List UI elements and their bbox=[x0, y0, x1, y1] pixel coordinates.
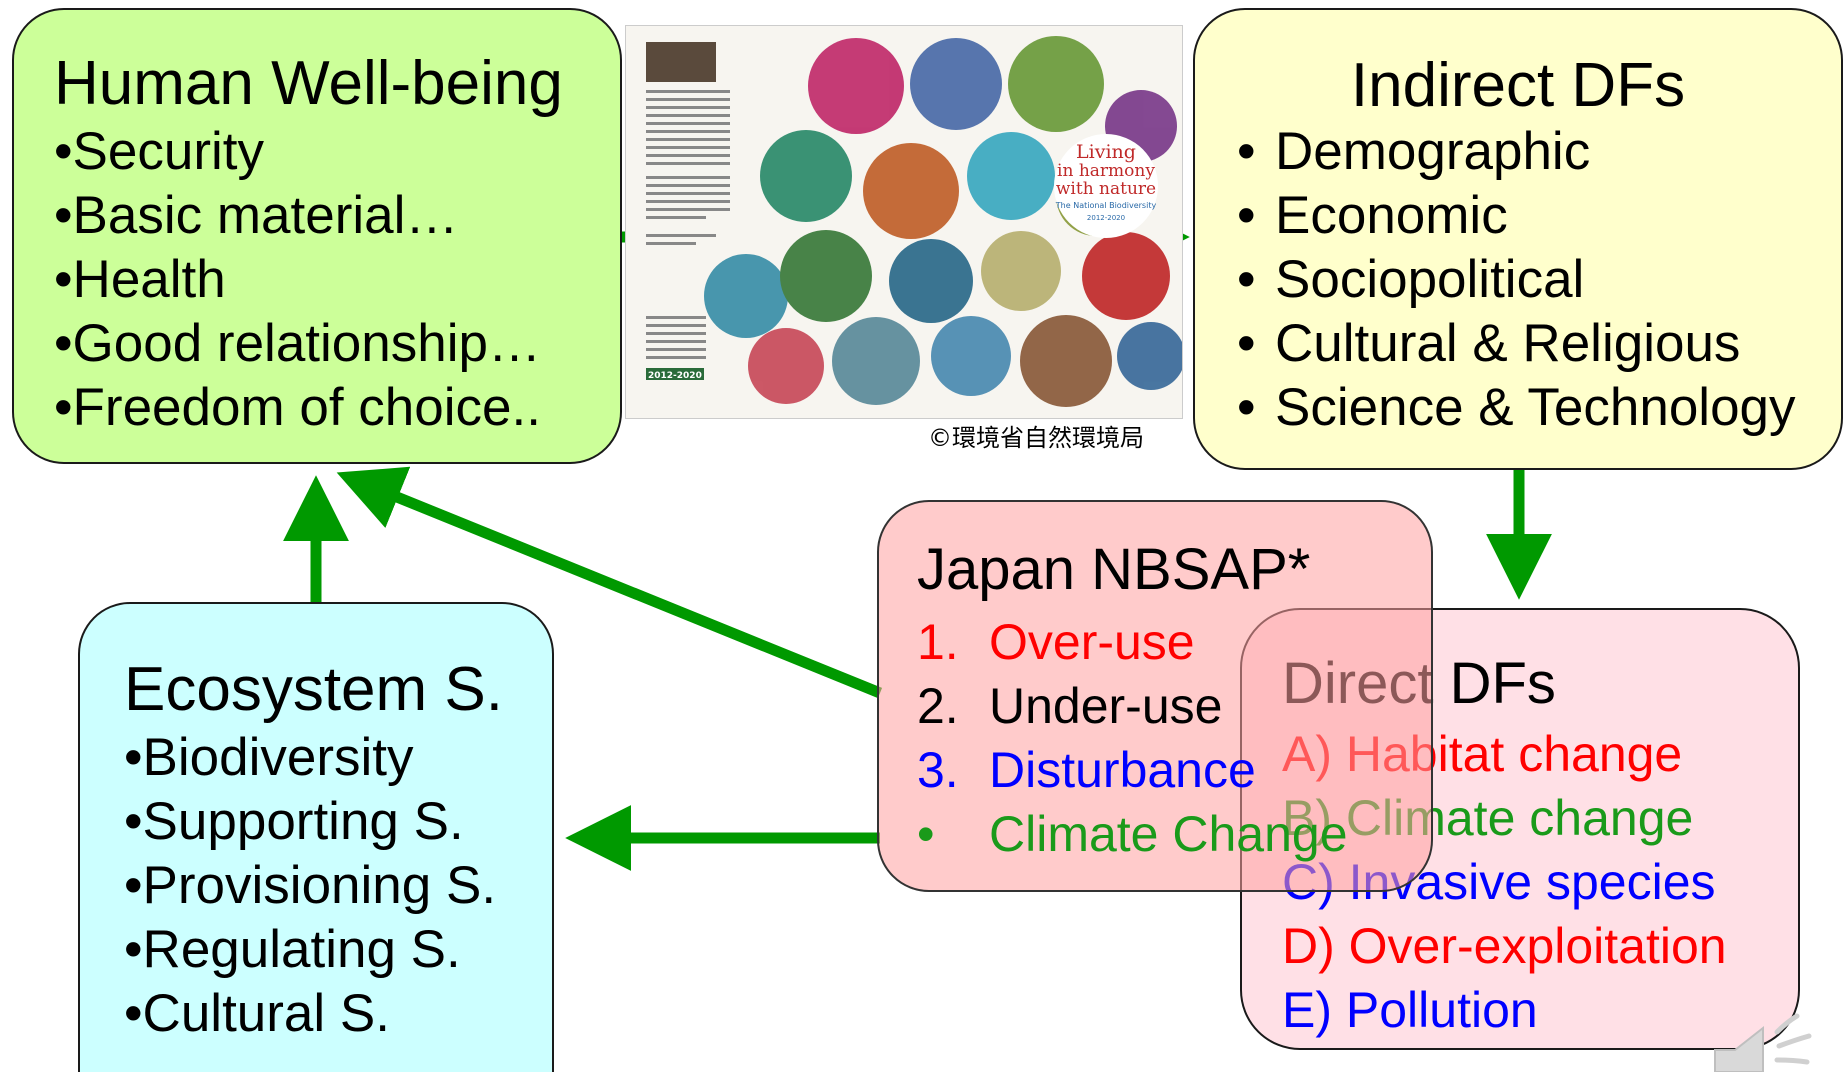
list-item: •Health bbox=[54, 250, 226, 309]
indirect-dfs-box: Indirect DFs Demographic Economic Sociop… bbox=[1193, 8, 1843, 470]
list-text: Under-use bbox=[989, 678, 1223, 734]
list-item: Cultural & Religious bbox=[1237, 312, 1796, 376]
list-text: Climate Change bbox=[989, 806, 1348, 862]
ecosystem-services-box: Ecosystem S. •Biodiversity •Supporting S… bbox=[78, 602, 554, 1072]
nbsap-title: Japan NBSAP* bbox=[917, 537, 1311, 602]
ecosystem-title: Ecosystem S. bbox=[124, 655, 503, 724]
list-item: •Cultural S. bbox=[124, 984, 390, 1043]
list-item: •Provisioning S. bbox=[124, 856, 497, 915]
cover-illustration: Living in harmony with nature The Nation… bbox=[626, 26, 1182, 418]
list-item: •Security bbox=[54, 122, 265, 181]
list-item: D) Over-exploitation bbox=[1282, 918, 1727, 974]
list-item: •Good relationship… bbox=[54, 314, 541, 373]
cover-subtitle: The National Biodiversity bbox=[1055, 201, 1157, 210]
indirect-dfs-list: Demographic Economic Sociopolitical Cult… bbox=[1237, 120, 1796, 440]
japan-nbsap-box: Japan NBSAP* 1. Over-use 2. Under-use 3. Di… bbox=[877, 500, 1433, 892]
ecosystem-list: •Biodiversity •Supporting S. •Provisioni… bbox=[124, 726, 496, 1046]
human-wellbeing-list: •Security •Basic material… •Health •Good… bbox=[54, 120, 541, 440]
image-credit: ©環境省自然環境局 bbox=[928, 424, 1144, 452]
human-wellbeing-title: Human Well-being bbox=[54, 49, 563, 118]
human-wellbeing-box: Human Well-being •Security •Basic materi… bbox=[12, 8, 622, 464]
list-item: 3. Disturbance bbox=[917, 738, 1348, 802]
list-item: Demographic bbox=[1237, 120, 1796, 184]
nbsap-list: 1. Over-use 2. Under-use 3. Disturbance • Cl… bbox=[917, 610, 1348, 866]
list-item: •Freedom of choice.. bbox=[54, 378, 541, 437]
list-item: •Biodiversity bbox=[124, 728, 414, 787]
list-number: 3. bbox=[917, 742, 959, 798]
list-item: 2. Under-use bbox=[917, 674, 1348, 738]
list-item: E) Pollution bbox=[1282, 982, 1538, 1038]
list-item: Sociopolitical bbox=[1237, 248, 1796, 312]
cover-title-line1: Living bbox=[1076, 141, 1136, 163]
list-number: 2. bbox=[917, 678, 959, 734]
cover-badge: 2012-2020 bbox=[648, 371, 702, 381]
cover-title-line3: with nature bbox=[1056, 179, 1156, 199]
speaker-icon[interactable] bbox=[1705, 1010, 1825, 1072]
list-text: Disturbance bbox=[989, 742, 1256, 798]
nbsap-cover-image: Living in harmony with nature The Nation… bbox=[625, 25, 1183, 419]
list-item: Science & Technology bbox=[1237, 376, 1796, 440]
cover-years: 2012-2020 bbox=[1087, 214, 1125, 222]
list-number: 1. bbox=[917, 614, 959, 670]
list-number: • bbox=[917, 806, 935, 862]
list-item: •Supporting S. bbox=[124, 792, 464, 851]
list-item: Economic bbox=[1237, 184, 1796, 248]
list-item: • Climate Change bbox=[917, 802, 1348, 866]
list-item: •Regulating S. bbox=[124, 920, 461, 979]
list-item: •Basic material… bbox=[54, 186, 459, 245]
indirect-dfs-title: Indirect DFs bbox=[1350, 51, 1686, 120]
list-text: Over-use bbox=[989, 614, 1195, 670]
list-item: 1. Over-use bbox=[917, 610, 1348, 674]
cover-title-line2: in harmony bbox=[1057, 161, 1155, 181]
